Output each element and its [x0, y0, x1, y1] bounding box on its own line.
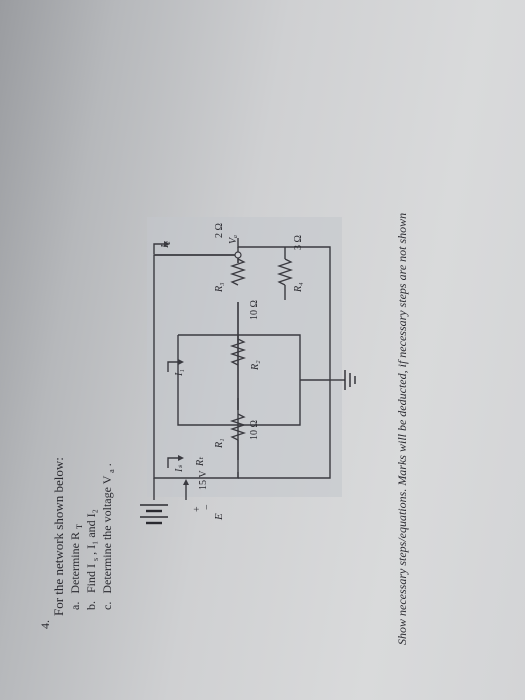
resistor-r1	[229, 413, 247, 441]
r3-label: R₃	[214, 282, 225, 293]
part-c-text: Determine the voltage V	[100, 475, 114, 593]
part-a-letter: a.	[68, 602, 82, 610]
resistor-r4	[276, 258, 294, 286]
source-minus: −	[202, 504, 213, 510]
ground-symbol	[330, 370, 356, 390]
circuit-diagram: E + − 15 V R₁ 10 Ω R₂ 10 Ω R₃ 2 Ω R₄ 3 Ω…	[140, 217, 356, 525]
current-is-label: Iₛ	[174, 465, 185, 473]
question-part-c: c. Determine the voltage V a .	[100, 463, 117, 610]
question-stem: For the network shown below:	[51, 457, 66, 616]
part-a-subscript: T	[75, 524, 84, 529]
part-c-subscript: a	[107, 469, 116, 473]
rt-label: Rₜ	[195, 456, 206, 467]
arrow-is-icon	[167, 457, 178, 468]
source-label: E	[213, 513, 225, 521]
r1-label: R₁	[214, 438, 225, 449]
current-i1-label: I₁	[174, 369, 185, 377]
r1-value: 10 Ω	[249, 420, 260, 440]
arrow-i2-icon	[153, 243, 164, 254]
footer-note: Show necessary steps/equations. Marks wi…	[395, 213, 409, 645]
r2-label: R₂	[250, 360, 261, 371]
question-part-b: b. Find I s , I₁ and I₂	[84, 509, 101, 610]
arrow-i1-head-icon	[178, 359, 184, 365]
question-part-a: a. Determine R T	[68, 524, 84, 610]
node-a-marker	[234, 251, 242, 259]
battery-symbol	[140, 478, 168, 525]
arrow-i2-head-icon	[164, 241, 170, 247]
r4-label: R₄	[293, 282, 304, 293]
arrow-is-head-icon	[178, 455, 184, 461]
r2-value: 10 Ω	[249, 300, 260, 320]
part-b-letter: b.	[84, 601, 98, 610]
part-b-text: Find I	[84, 564, 98, 593]
source-value: 15 V	[198, 470, 209, 490]
current-arrows	[153, 241, 189, 500]
r4-value: 3 Ω	[293, 235, 304, 250]
resistor-r2	[229, 338, 247, 366]
part-b-subscript: s	[91, 558, 100, 561]
source-plus: +	[192, 506, 203, 512]
part-c-tail: .	[100, 463, 114, 466]
question-number: 4.	[38, 620, 52, 629]
wire-right-loop	[237, 238, 331, 479]
r3-value: 2 Ω	[214, 223, 225, 238]
circuit-labels: E + − 15 V R₁ 10 Ω R₂ 10 Ω R₃ 2 Ω R₄ 3 Ω…	[160, 223, 304, 521]
part-b-tail: , I₁ and I₂	[84, 509, 98, 555]
part-c-letter: c.	[100, 602, 114, 610]
current-i2-label: I₂	[160, 241, 171, 249]
node-a-label: Vₐ	[228, 235, 239, 244]
arrow-rt-head-icon	[183, 479, 189, 485]
resistor-r3	[229, 258, 247, 286]
question-block: 4. For the network shown below: a. Deter…	[38, 457, 117, 629]
circuit-background	[147, 217, 342, 497]
arrow-i1-icon	[167, 361, 178, 372]
part-a-text: Determine R	[68, 532, 82, 594]
